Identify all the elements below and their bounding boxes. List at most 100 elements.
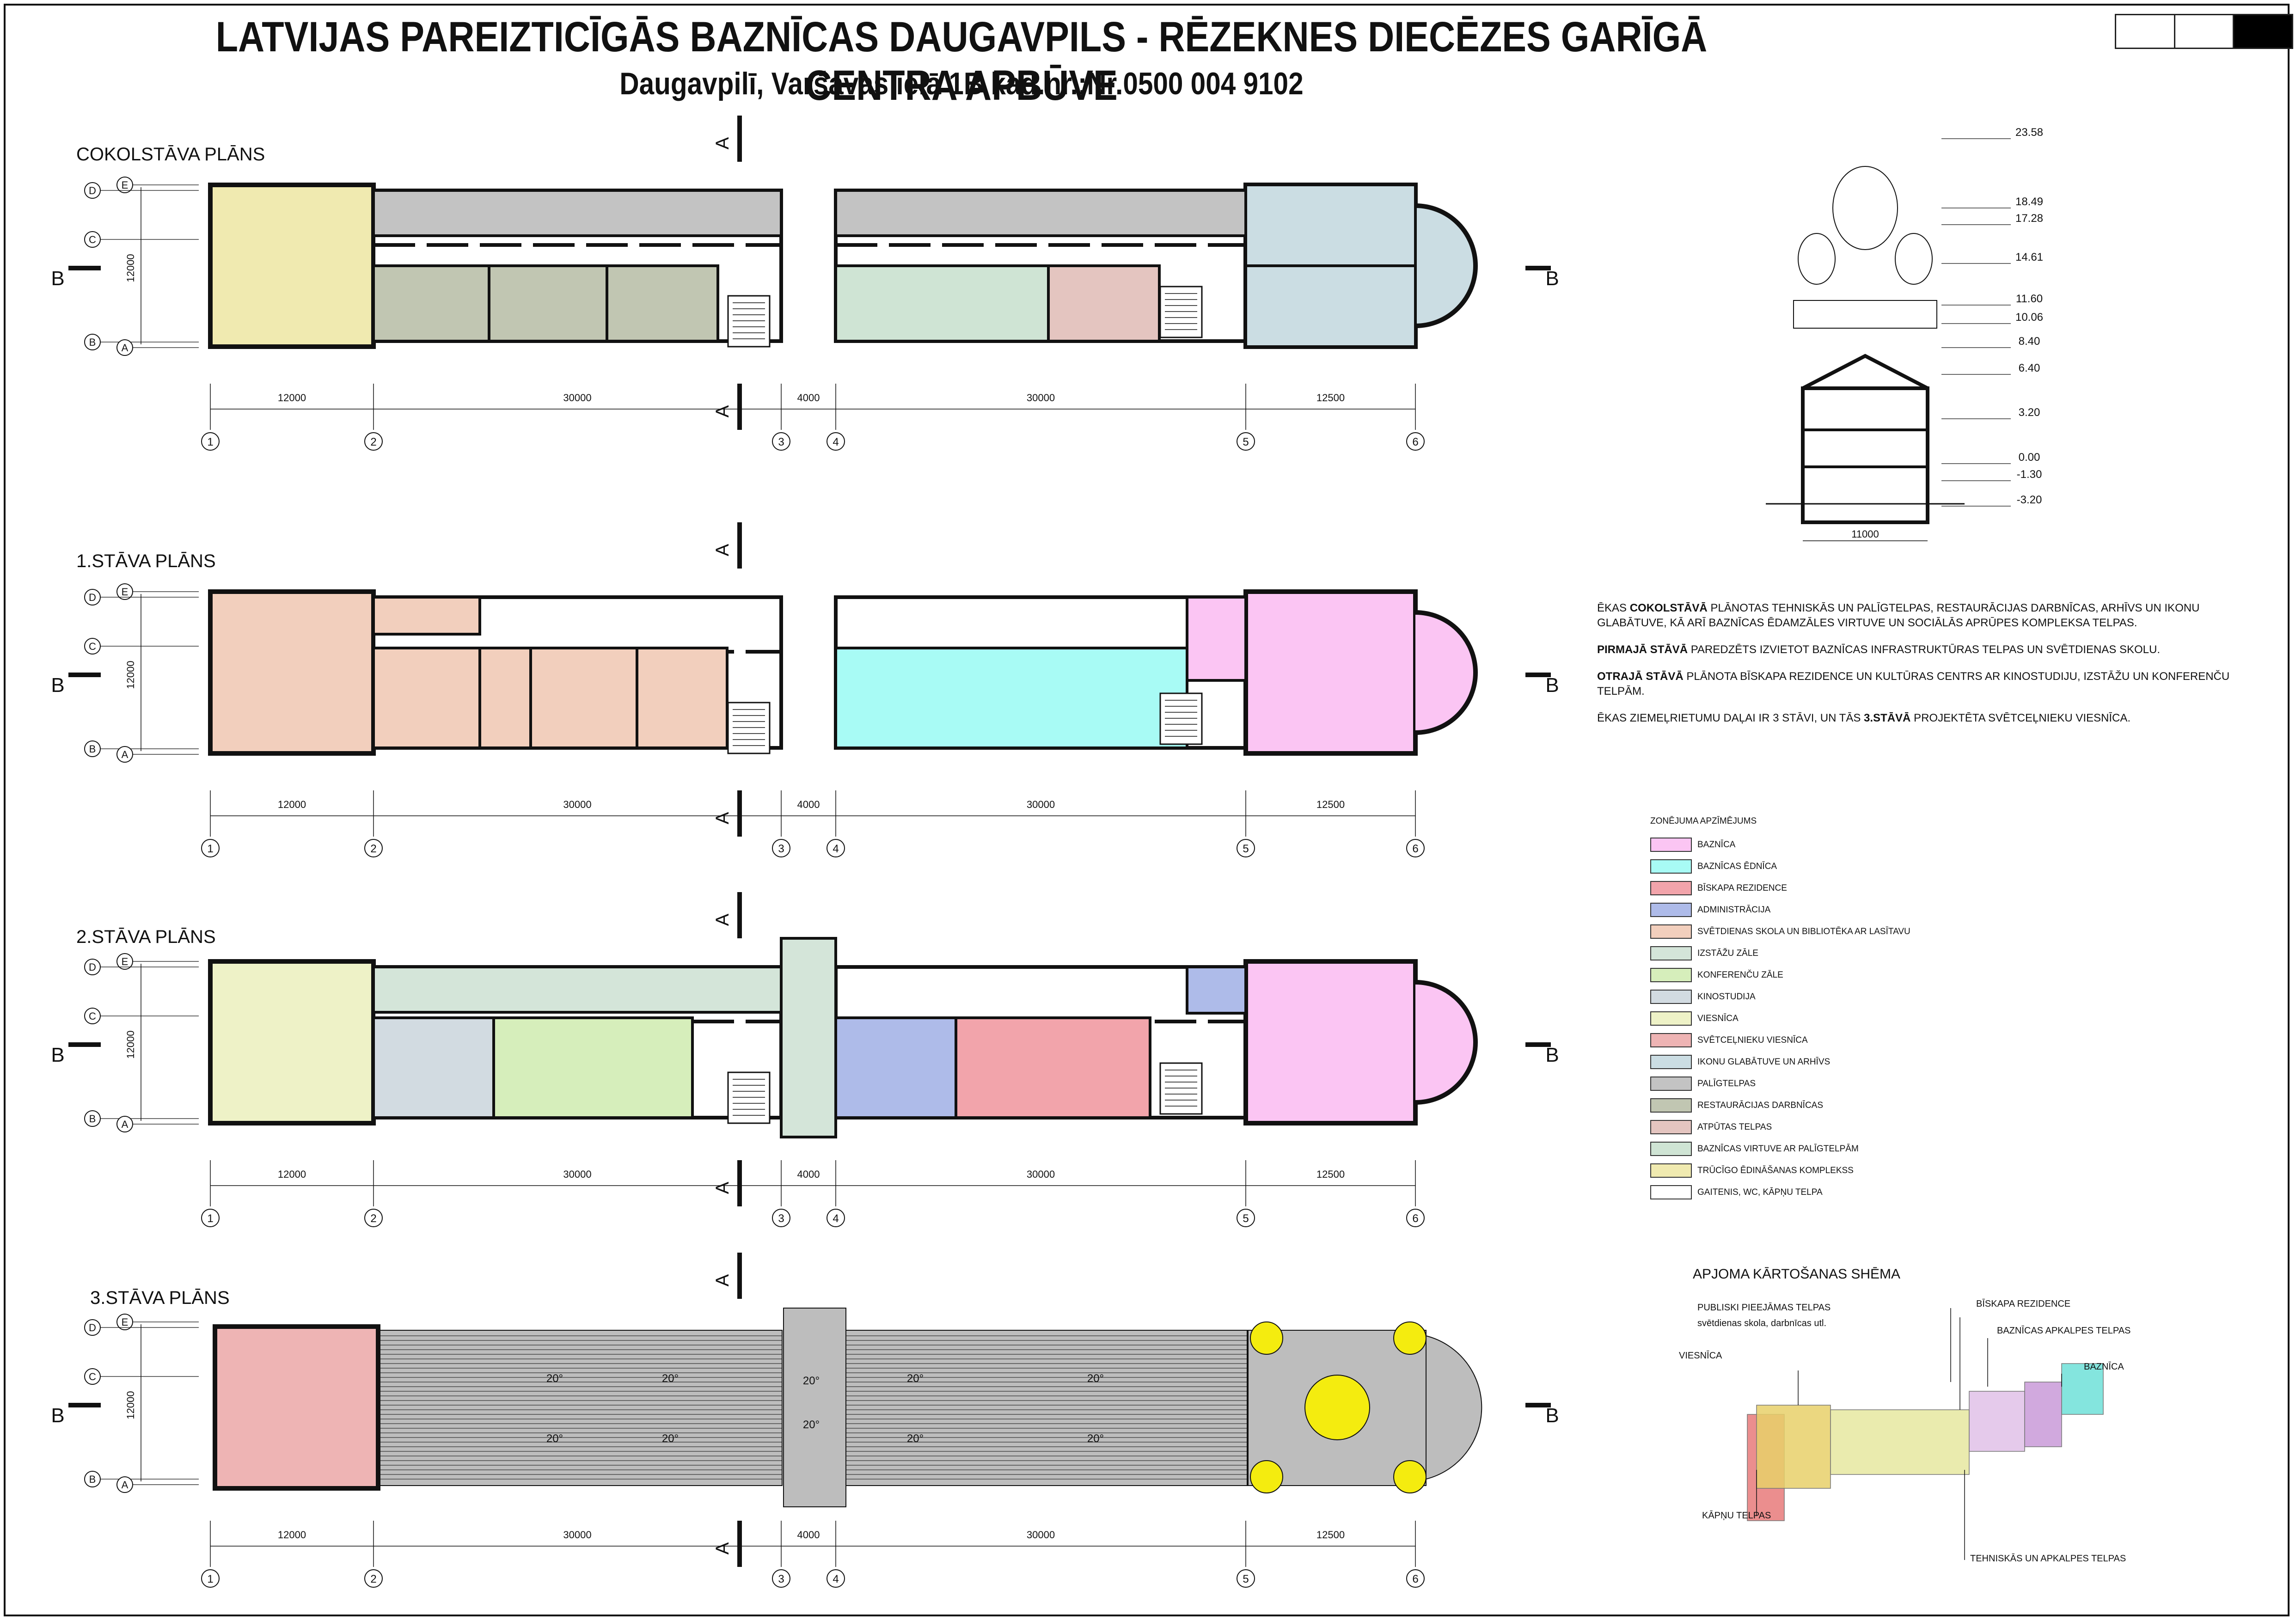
- grid-axis-bubble: [772, 1209, 790, 1227]
- grid-axis-label: 6: [1412, 436, 1418, 448]
- church-block: [1243, 959, 1418, 1126]
- legend-label: KONFERENČU ZĀLE: [1697, 970, 1783, 980]
- grid-axis-bubble: [772, 432, 790, 451]
- legend-swatch: [1650, 968, 1692, 982]
- church-apse: [1415, 203, 1478, 328]
- grid-axis-label: 5: [1243, 1212, 1249, 1225]
- height-dimension-label: 12000: [125, 1030, 136, 1058]
- grid-axis-bubble: [201, 1209, 220, 1227]
- schema-label-stairs: KĀPŅU TELPAS: [1702, 1511, 1771, 1521]
- grid-axis-bubble: [1406, 1209, 1425, 1227]
- legend-item: BAZNĪCAS VIRTUVE AR PALĪGTELPĀM: [1650, 1138, 1910, 1160]
- grid-row-label: A: [122, 1119, 129, 1130]
- legend-swatch: [1650, 946, 1692, 960]
- stairwell: [727, 702, 771, 754]
- grid-axis-label: 6: [1412, 1573, 1418, 1585]
- section-b-marker-right: B: [1545, 1404, 1559, 1427]
- legend-swatch: [1650, 1120, 1692, 1134]
- legend-label: SVĒTDIENAS SKOLA UN BIBLIOTĒKA AR LASĪTA…: [1697, 926, 1910, 936]
- schema-title: APJOMA KĀRTOŠANAS SHĒMA: [1693, 1266, 1901, 1282]
- dome: [1250, 1460, 1283, 1493]
- section-level-label: -3.20: [2017, 494, 2042, 506]
- grid-axis-label: 2: [370, 843, 376, 855]
- legend-item: RESTAURĀCIJAS DARBNĪCAS: [1650, 1095, 1910, 1116]
- room: [372, 966, 783, 1014]
- dome: [1304, 1375, 1370, 1440]
- legend-swatch: [1650, 903, 1692, 917]
- room: [478, 647, 532, 749]
- grid-axis-bubble: [827, 432, 845, 451]
- legend-label: ATPŪTAS TELPAS: [1697, 1122, 1772, 1132]
- height-dimension-label: 12000: [125, 254, 136, 282]
- section-b-marker-left: B: [51, 1044, 64, 1066]
- dimension-label: 4000: [797, 392, 820, 404]
- legend-title: ZONĒJUMA APZĪMĒJUMS: [1650, 816, 1757, 826]
- section-side-dome: [1895, 233, 1933, 285]
- grid-axis-bubble: [827, 1569, 845, 1588]
- roof-slope-label: 20°: [803, 1419, 820, 1431]
- legend-item: IZSTĀŽU ZĀLE: [1650, 942, 1910, 964]
- section-b-marker-right: B: [1545, 1044, 1559, 1066]
- section-a-marker: A: [712, 1274, 733, 1286]
- plan-title-floor1: 1.STĀVA PLĀNS: [76, 551, 216, 571]
- description-floor2: OTRAJĀ STĀVĀ PLĀNOTA BĪSKAPA REZIDENCE U…: [1597, 670, 2230, 697]
- dimension-label: 30000: [563, 799, 591, 810]
- dimension-label: 30000: [1027, 799, 1055, 810]
- grid-axis-label: 5: [1243, 843, 1249, 855]
- grid-axis-label: 4: [833, 436, 839, 448]
- church-apse: [1415, 610, 1478, 735]
- room: [636, 647, 729, 749]
- legend-swatch: [1650, 1142, 1692, 1156]
- roof-slope-label: 20°: [546, 1372, 563, 1385]
- dimension-label: 12000: [278, 1529, 306, 1541]
- grid-row-label: B: [89, 743, 96, 755]
- left-block: [208, 959, 376, 1126]
- stairwell: [1159, 1062, 1203, 1115]
- grid-axis-label: 4: [833, 843, 839, 855]
- grid-axis-label: 1: [207, 843, 213, 855]
- grid-row-label: D: [89, 592, 96, 603]
- room: [372, 264, 490, 343]
- room: [1186, 596, 1247, 682]
- legend-label: GAITENIS, WC, KĀPŅU TELPA: [1697, 1187, 1823, 1197]
- legend-item: VIESNĪCA: [1650, 1008, 1910, 1029]
- legend-item: TRŪCĪGO ĒDINĀŠANAS KOMPLEKSS: [1650, 1160, 1910, 1181]
- dome: [1393, 1321, 1427, 1355]
- grid-axis-label: 1: [207, 1212, 213, 1225]
- grid-axis-bubble: [772, 1569, 790, 1588]
- grid-axis-label: 3: [778, 1212, 784, 1225]
- section-a-marker: A: [712, 1542, 733, 1554]
- schema-label-public-sub: svētdienas skola, darbnīcas utl.: [1697, 1318, 1827, 1328]
- room: [1186, 966, 1247, 1015]
- legend-swatch: [1650, 1055, 1692, 1069]
- schema-volume: [1969, 1391, 2025, 1452]
- grid-row-label: A: [122, 1479, 129, 1491]
- description-block: ĒKAS COKOLSTĀVĀ PLĀNOTAS TEHNISKĀS UN PA…: [1597, 601, 2253, 738]
- section-level-label: 18.49: [2015, 196, 2043, 208]
- dimension-label: 12000: [278, 392, 306, 404]
- legend-swatch: [1650, 859, 1692, 874]
- grid-axis-label: 1: [207, 1573, 213, 1585]
- grid-axis-bubble: [772, 839, 790, 857]
- grid-axis-label: 2: [370, 1573, 376, 1585]
- section-level-label: 8.40: [2019, 335, 2040, 348]
- dimension-label: 12000: [278, 799, 306, 810]
- legend-item: BĪSKAPA REZIDENCE: [1650, 877, 1910, 899]
- room: [372, 1016, 495, 1119]
- schema-label-bishop: BĪSKAPA REZIDENCE: [1976, 1299, 2071, 1309]
- dimension-label: 30000: [1027, 1529, 1055, 1541]
- dimension-label: 12000: [278, 1168, 306, 1180]
- roof-slope-label: 20°: [546, 1432, 563, 1445]
- grid-axis-label: 3: [778, 1573, 784, 1585]
- legend-label: BAZNĪCA: [1697, 839, 1736, 850]
- legend-label: VIESNĪCA: [1697, 1013, 1739, 1023]
- grid-axis-bubble: [201, 432, 220, 451]
- legend-item: KONFERENČU ZĀLE: [1650, 964, 1910, 986]
- dimension-label: 12500: [1316, 1168, 1345, 1180]
- grid-axis-label: 2: [370, 436, 376, 448]
- room: [780, 937, 837, 1138]
- section-b-marker-left: B: [51, 674, 64, 697]
- grid-row-label: B: [89, 1113, 96, 1125]
- grid-axis-label: 4: [833, 1212, 839, 1225]
